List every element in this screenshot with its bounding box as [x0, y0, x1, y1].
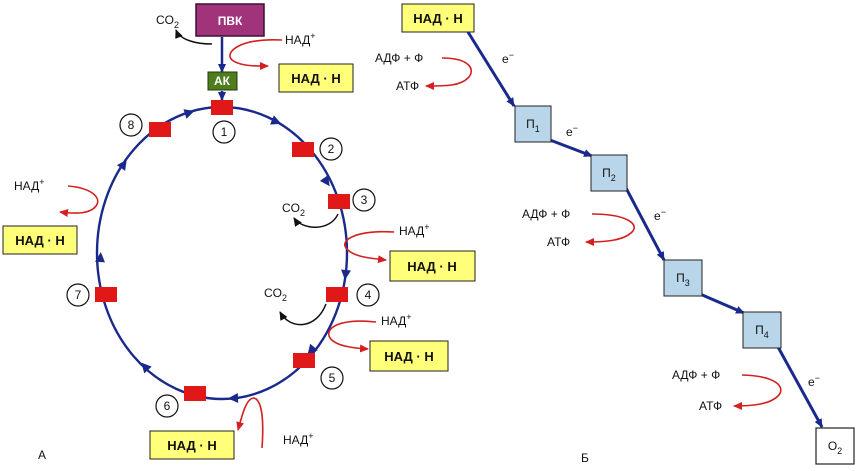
- nad-plus-label-left: НАД+: [14, 177, 44, 193]
- nadh-box-step3: НАД · Н: [389, 250, 476, 282]
- step-marker-5: [293, 353, 315, 368]
- electron-path: [466, 31, 824, 428]
- co2-label-step3: CO2: [282, 201, 305, 218]
- nad-reduction-arrow-pvk: [229, 39, 283, 70]
- co2-release-arrow-step4: [279, 303, 327, 326]
- nad-plus-label-step4: НАД+: [381, 312, 411, 328]
- nad-reduction-arrow-bottom: [236, 397, 264, 449]
- nadh-label-step3: НАД · Н: [407, 259, 456, 274]
- phosphorylation-arrow-3: [733, 374, 782, 410]
- atp-label-1: АТФ: [396, 79, 419, 93]
- nadh-label-left: НАД · Н: [15, 233, 64, 248]
- nad-plus-label-bottom: НАД+: [283, 431, 313, 447]
- step-marker-6: [184, 386, 206, 401]
- co2-release-arrow-step3: [293, 213, 339, 228]
- panel-b-label: Б: [581, 451, 589, 465]
- electron-label-2: e−: [566, 123, 578, 139]
- co2-label-step4: CO2: [264, 286, 287, 303]
- carrier-box-2: П2: [590, 154, 628, 192]
- step-number-8: 8: [128, 118, 135, 132]
- carrier-label-1: П1: [526, 117, 540, 134]
- nad-plus-label-pvk: НАД+: [285, 31, 315, 47]
- step-number-6: 6: [164, 399, 171, 413]
- nadh-label-chain-top: НАД · Н: [413, 11, 462, 26]
- carrier-label-2: П2: [602, 166, 616, 183]
- step-marker-3: [328, 194, 350, 209]
- nadh-label-bottom: НАД · Н: [167, 438, 216, 453]
- nadh-box-step4: НАД · Н: [369, 340, 449, 372]
- step-number-2: 2: [328, 142, 335, 156]
- nad-reduction-arrow-step3: [344, 230, 395, 264]
- step-number-5: 5: [329, 371, 336, 385]
- adp-label-1: АДФ + Ф: [375, 51, 423, 65]
- adp-label-3: АДФ + Ф: [672, 368, 720, 382]
- pvk-box: ПВК: [195, 3, 265, 37]
- nad-reduction-arrow-step4: [328, 320, 377, 353]
- ak-box: АК: [207, 71, 238, 91]
- electron-transport-panel: НАД · Н e− e− e− e− П1 П2 П3: [375, 3, 855, 465]
- nad-reduction-arrow-left: [59, 185, 99, 217]
- adp-label-2: АДФ + Ф: [522, 207, 570, 221]
- panel-a-label: А: [38, 448, 46, 462]
- carrier-label-4: П4: [755, 323, 769, 340]
- step-numbers: 1 2 3 4 5 6 7 8: [66, 113, 380, 418]
- co2-label-pvk: CO2: [156, 13, 179, 30]
- atp-label-3: АТФ: [699, 399, 722, 413]
- pvk-label: ПВК: [218, 14, 243, 28]
- step-number-3: 3: [361, 193, 368, 207]
- nadh-box-pvk: НАД · Н: [278, 63, 354, 93]
- step-marker-7: [95, 287, 117, 302]
- nadh-box-left: НАД · Н: [2, 225, 78, 255]
- co2-release-arrow-pvk: [175, 29, 213, 45]
- electron-label-1: e−: [502, 50, 514, 66]
- nadh-box-chain-top: НАД · Н: [401, 3, 475, 33]
- step-marker-8: [149, 122, 171, 137]
- electron-label-4: e−: [808, 373, 820, 389]
- step-number-7: 7: [75, 288, 82, 302]
- nadh-label-step4: НАД · Н: [384, 349, 433, 364]
- atp-label-2: АТФ: [547, 235, 570, 249]
- carrier-box-4: П4: [742, 311, 782, 349]
- step-number-1: 1: [221, 125, 228, 139]
- step-marker-4: [326, 287, 348, 302]
- cycle-direction-arrows: [95, 109, 351, 403]
- krebs-cycle-panel: ПВК CO2 НАД+ НАД · Н АК: [2, 3, 476, 462]
- nadh-box-bottom: НАД · Н: [149, 430, 235, 460]
- o2-label: O2: [828, 439, 842, 456]
- step-marker-1: [211, 100, 233, 115]
- o2-box: O2: [815, 427, 855, 465]
- phosphorylation-arrow-2: [585, 213, 635, 246]
- step-number-4: 4: [365, 288, 372, 302]
- step-marker-2: [292, 142, 314, 157]
- carrier-box-3: П3: [663, 259, 703, 297]
- ak-label: АК: [214, 74, 231, 88]
- electron-label-3: e−: [654, 207, 666, 223]
- step-markers: [95, 100, 350, 401]
- carrier-label-3: П3: [676, 271, 690, 288]
- carrier-box-1: П1: [514, 105, 552, 143]
- nad-plus-label-step3: НАД+: [399, 222, 429, 238]
- phosphorylation-arrow-1: [425, 57, 473, 90]
- nadh-label-pvk: НАД · Н: [291, 71, 340, 86]
